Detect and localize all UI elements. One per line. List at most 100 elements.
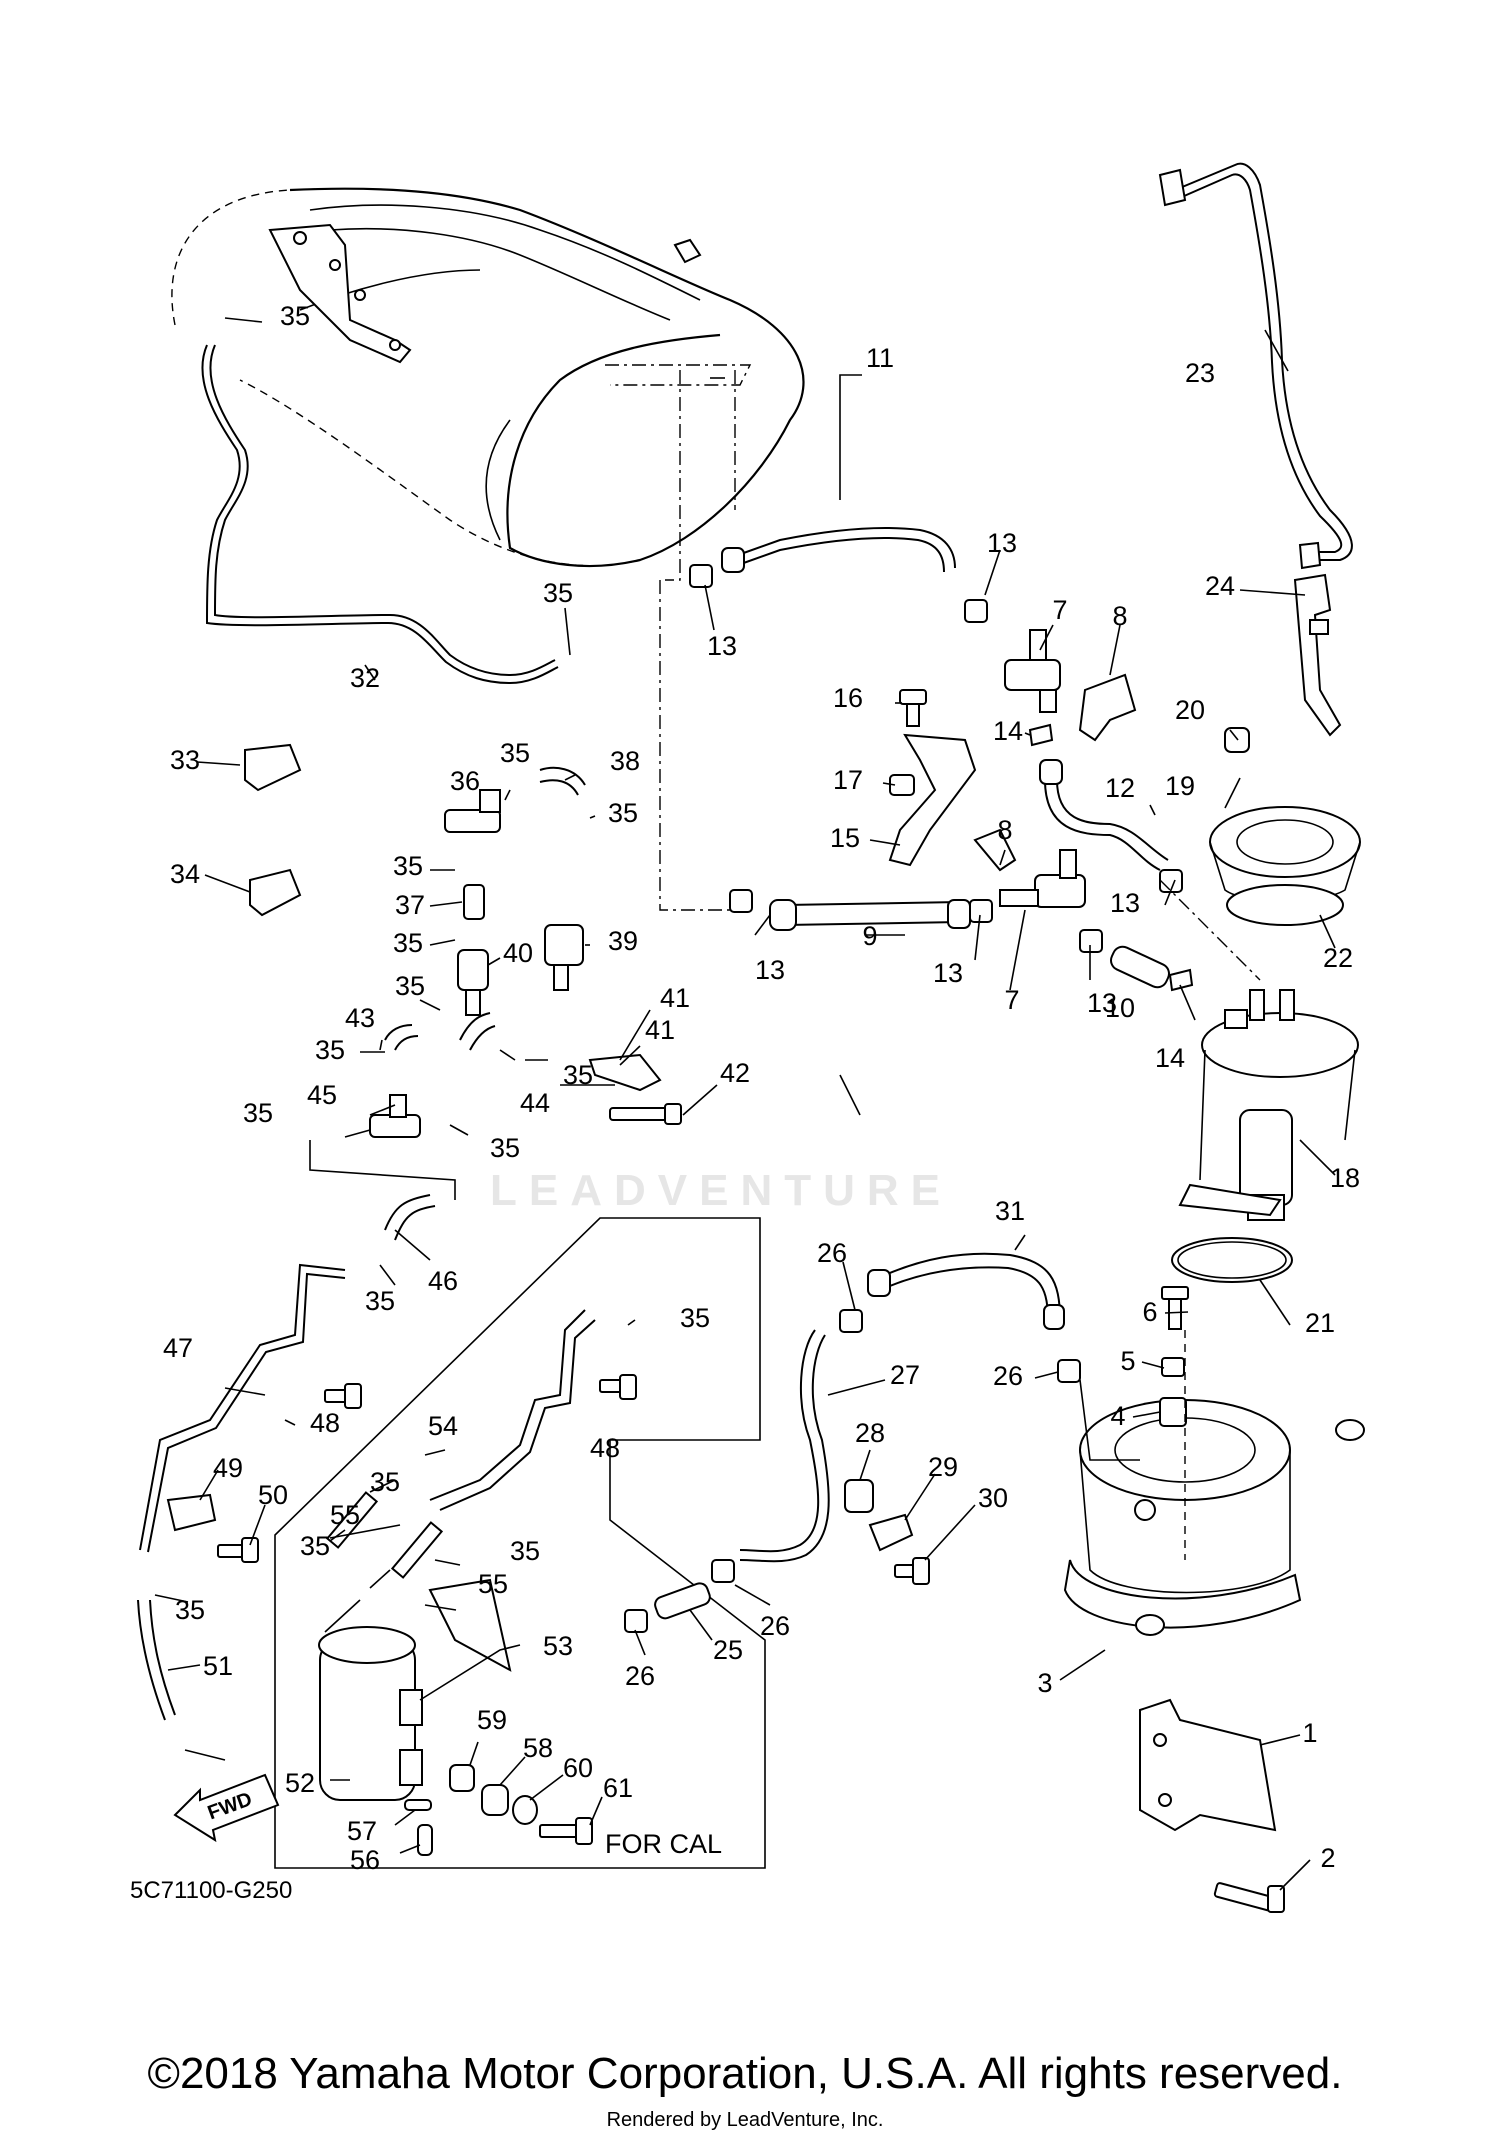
callout-35-g: 35 (395, 971, 425, 1001)
callout-numbers: 1 2 3 4 5 6 7 7 8 8 9 10 11 12 13 13 13 … (163, 301, 1360, 1875)
label-53 (428, 1578, 512, 1672)
clamp-26-b (1057, 1359, 1081, 1383)
callout-25: 25 (713, 1635, 743, 1665)
bolt-6 (1161, 1286, 1189, 1330)
callout-56: 56 (350, 1845, 380, 1875)
callout-35-f: 35 (393, 928, 423, 958)
callout-35-b: 35 (543, 578, 573, 608)
callout-53: 53 (543, 1631, 573, 1661)
clip-29 (868, 1513, 914, 1552)
callout-35-j: 35 (243, 1098, 273, 1128)
callout-35-q: 35 (175, 1595, 205, 1625)
callout-39: 39 (608, 926, 638, 956)
callout-20: 20 (1175, 695, 1205, 725)
bolt-30 (894, 1557, 930, 1585)
canister-52 (318, 1626, 423, 1801)
callout-48-b: 48 (590, 1433, 620, 1463)
oring-21 (1171, 1237, 1293, 1283)
bracket-24 (1293, 573, 1342, 737)
callout-7-b: 7 (1004, 985, 1019, 1015)
callout-8-a: 8 (1112, 601, 1127, 631)
bracket-49 (166, 1493, 217, 1532)
holder-34 (249, 868, 302, 917)
callout-35-n: 35 (370, 1467, 400, 1497)
callout-32: 32 (350, 663, 380, 693)
callout-35-o: 35 (510, 1536, 540, 1566)
callout-35-p: 35 (300, 1531, 330, 1561)
clamp-13-b (964, 599, 988, 623)
callout-7-a: 7 (1052, 595, 1067, 625)
fuel-pump-flange-19 (1209, 806, 1361, 903)
callout-35-e: 35 (393, 851, 423, 881)
callout-22: 22 (1323, 943, 1353, 973)
callout-1: 1 (1302, 1718, 1317, 1748)
clamp-26-a (839, 1309, 863, 1333)
clamp-26-d (624, 1609, 648, 1633)
grommet-58 (481, 1784, 509, 1816)
callout-59: 59 (477, 1705, 507, 1735)
gasket-22 (1226, 884, 1344, 926)
callout-50: 50 (258, 1480, 288, 1510)
clamp-13-d (969, 899, 993, 923)
damper-4 (1159, 1397, 1187, 1427)
clamp-13-a (689, 564, 713, 588)
hose-27 (739, 1329, 830, 1563)
hose-44 (459, 1012, 496, 1051)
hose-46 (384, 1194, 436, 1241)
callout-44: 44 (520, 1088, 550, 1118)
callout-28: 28 (855, 1418, 885, 1448)
callout-26-a: 26 (817, 1238, 847, 1268)
callout-54: 54 (428, 1411, 458, 1441)
callout-43: 43 (345, 1003, 375, 1033)
clamp-13-e (1079, 929, 1103, 953)
callout-13-f: 13 (1110, 888, 1140, 918)
callout-13-b: 13 (987, 528, 1017, 558)
callout-42: 42 (720, 1058, 750, 1088)
callout-10: 10 (1105, 993, 1135, 1023)
bolt-48-a (324, 1383, 362, 1409)
clamp-57 (404, 1799, 432, 1811)
callout-41-b: 41 (645, 1015, 675, 1045)
leader-lines (154, 317, 1336, 1891)
collar-59 (449, 1764, 475, 1792)
callout-35-h: 35 (315, 1035, 345, 1065)
clip-14-b (1168, 968, 1194, 992)
callout-35-c: 35 (500, 738, 530, 768)
callout-35-m: 35 (680, 1303, 710, 1333)
callout-45: 45 (307, 1080, 337, 1110)
callout-26-b: 26 (993, 1361, 1023, 1391)
callout-4: 4 (1110, 1401, 1125, 1431)
joint-36 (444, 789, 501, 833)
pipe-37 (463, 884, 485, 920)
clamp-41 (588, 1053, 662, 1092)
callout-35-d: 35 (608, 798, 638, 828)
callout-6: 6 (1142, 1297, 1157, 1327)
fwd-arrow: FWD (173, 1773, 280, 1843)
hose-51 (137, 1599, 176, 1721)
hose-43 (384, 1024, 419, 1051)
pipe-56 (417, 1824, 433, 1856)
watermark: LEADVENTURE (490, 1166, 952, 1215)
joint-45 (369, 1094, 421, 1138)
callout-46: 46 (428, 1266, 458, 1296)
callout-35-k: 35 (490, 1133, 520, 1163)
hose-9 (769, 899, 971, 931)
pipe-25 (654, 1582, 711, 1620)
callout-55-a: 55 (330, 1500, 360, 1530)
callout-11: 11 (866, 343, 894, 373)
washer-60 (512, 1795, 538, 1825)
callout-51: 51 (203, 1651, 233, 1681)
holder-8-a (1078, 673, 1137, 742)
callout-13-a: 13 (707, 631, 737, 661)
callout-9: 9 (862, 921, 877, 951)
callout-18: 18 (1330, 1163, 1360, 1193)
copyright-text: ©2018 Yamaha Motor Corporation, U.S.A. A… (148, 2049, 1343, 2098)
callout-14-a: 14 (993, 716, 1023, 746)
callout-38: 38 (610, 746, 640, 776)
rendered-by-text: Rendered by LeadVenture, Inc. (607, 2109, 884, 2131)
callout-35-a: 35 (280, 301, 310, 331)
callout-23: 23 (1185, 358, 1215, 388)
valve-40 (457, 949, 489, 1016)
hose-55-b (390, 1521, 444, 1579)
